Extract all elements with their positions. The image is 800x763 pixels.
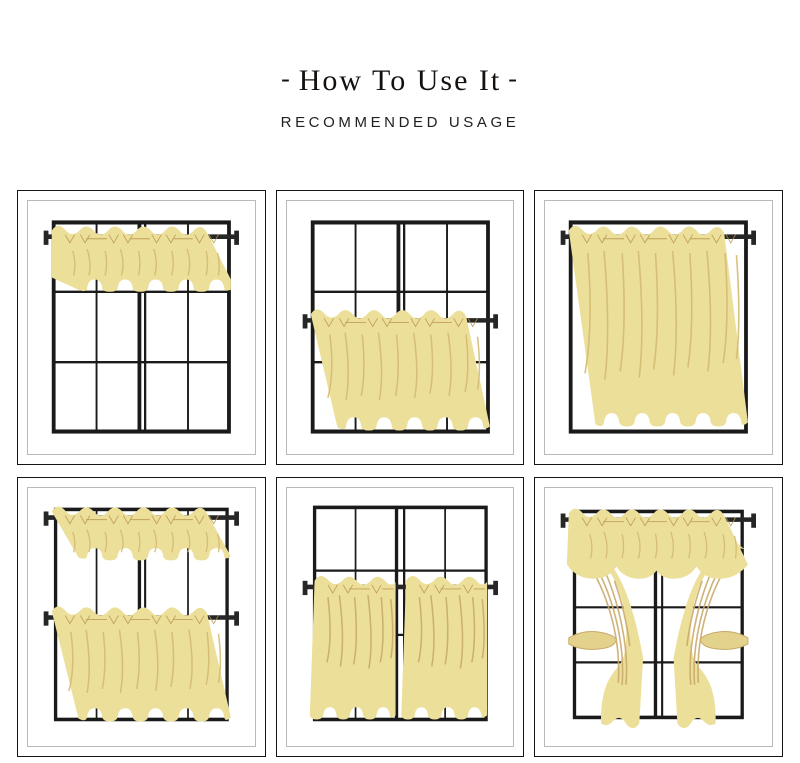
usage-panel-valance-tieback[interactable] [534, 477, 783, 757]
curtain-full-panel [569, 225, 749, 427]
usage-panel-full-length[interactable] [534, 190, 783, 465]
curtain-valance [51, 506, 231, 561]
illustration-cafe-curtain [286, 200, 515, 455]
usage-panel-valance-plus-tier[interactable] [17, 477, 266, 757]
tieback-right [700, 631, 749, 650]
window-frame [569, 220, 749, 434]
window-frame [51, 220, 231, 434]
curtain-tier [51, 606, 231, 722]
usage-panel-valance-top[interactable] [17, 190, 266, 465]
page-subtitle: RECOMMENDED USAGE [280, 114, 520, 131]
window-frame [573, 509, 745, 720]
curtain-tier-right [400, 575, 487, 720]
page-header: -How To Use It- RECOMMENDED USAGE [0, 0, 800, 132]
title-dash-left: - [281, 64, 292, 93]
usage-panel-cafe-curtain[interactable] [275, 190, 525, 465]
tieback-left [568, 631, 618, 650]
illustration-valance-tieback [544, 487, 773, 747]
curtain-tier-left [309, 575, 396, 720]
curtain-valance [567, 508, 749, 579]
curtain-tier [310, 309, 490, 431]
illustration-split-tier-pair [286, 487, 515, 747]
illustration-full-length [544, 200, 773, 455]
usage-panel-split-tier-pair[interactable] [275, 477, 525, 757]
title-text: How To Use It [298, 64, 502, 97]
usage-panel-grid [17, 190, 783, 757]
illustration-valance-top [27, 200, 256, 455]
illustration-valance-plus-tier [27, 487, 256, 747]
curtain-valance [51, 225, 231, 292]
page-title: -How To Use It- [0, 66, 800, 96]
title-dash-right: - [508, 64, 519, 93]
